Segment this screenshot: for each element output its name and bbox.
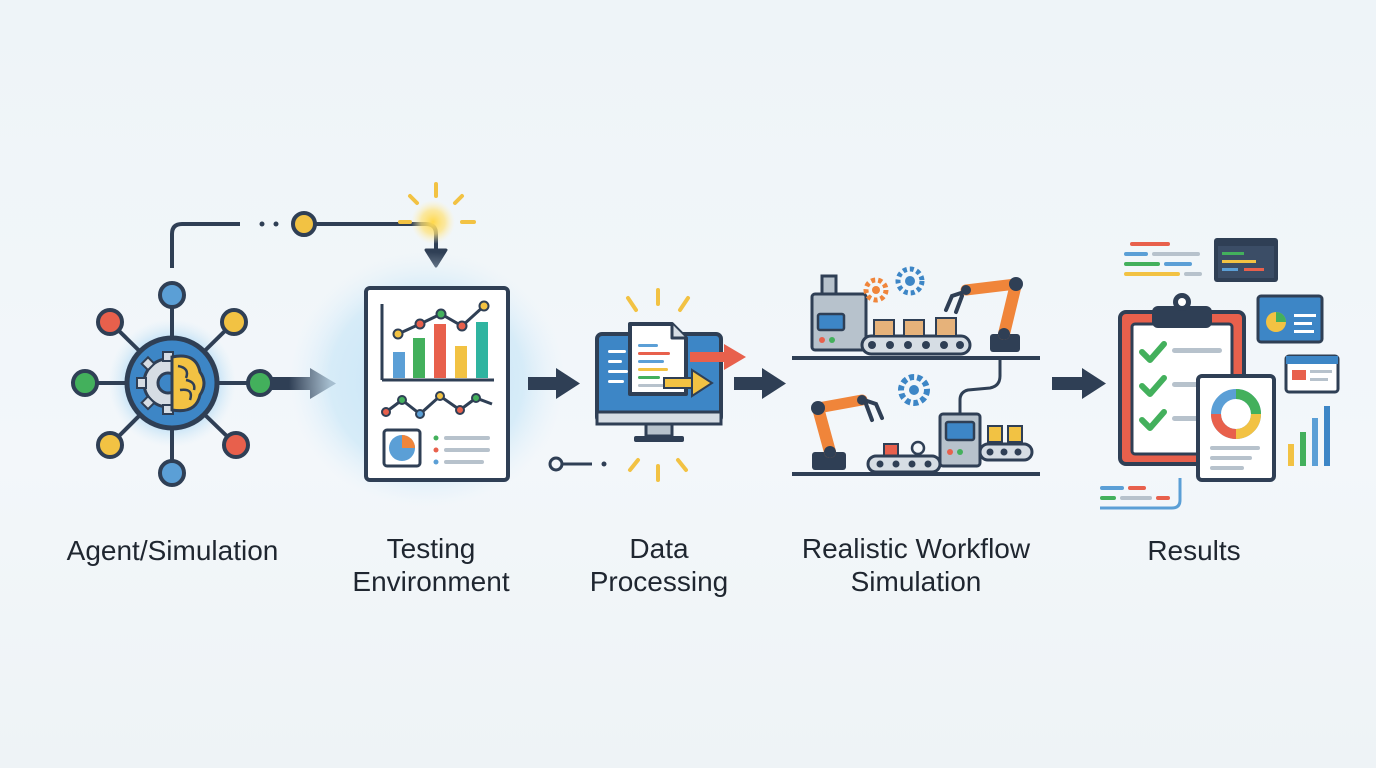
stage-label-line: Results <box>1147 535 1241 566</box>
flow-arrow-3 <box>734 368 786 399</box>
machine-icon <box>810 274 868 352</box>
stage-label-results: Results <box>1100 534 1288 567</box>
pie-chart-icon <box>382 428 422 468</box>
stage-label-line: Testing <box>386 533 476 564</box>
stage-label-realistic-workflow-simulation: Realistic Workflow Simulation <box>768 532 1064 598</box>
conveyor-belt-icon <box>792 317 1040 360</box>
code-window-icon <box>1214 238 1278 282</box>
stage-data-processing-icon <box>595 288 746 482</box>
stage-label-line: Realistic Workflow <box>801 533 1031 564</box>
transfer-arrows-icon <box>663 344 746 398</box>
machine-icon <box>938 412 982 468</box>
stage-label-line: Environment <box>352 566 510 597</box>
stage-label-data-processing: Data Processing <box>560 532 758 598</box>
brain-icon <box>170 354 206 413</box>
small-window-icon <box>1284 354 1340 394</box>
stage-label-testing-environment: Testing Environment <box>320 532 542 598</box>
document-icon <box>628 322 688 396</box>
bar-chart-icon <box>392 300 490 378</box>
stage-label-line: Simulation <box>850 566 982 597</box>
flow-arrow-4 <box>1052 368 1106 399</box>
stage-label-line: Data <box>629 533 689 564</box>
conveyor-belt-icon <box>792 425 1040 476</box>
stage-results-icon <box>1100 238 1340 510</box>
dashboard-window-icon <box>1256 294 1324 344</box>
stage-agent-simulation-icon <box>71 281 274 487</box>
report-document-icon <box>1196 374 1276 482</box>
robot-arm-icon <box>944 277 1023 352</box>
stage-label-line: Processing <box>589 566 729 597</box>
stage-label-agent-simulation: Agent/Simulation <box>30 534 315 567</box>
robot-arm-icon <box>811 394 926 470</box>
gear-icon <box>898 374 930 406</box>
bar-chart-icon <box>1288 406 1330 466</box>
gear-icon <box>863 266 925 303</box>
code-lines-icon <box>608 350 628 383</box>
legend-lines <box>433 435 490 465</box>
line-graph-icon <box>381 391 493 419</box>
stage-workflow-simulation-icon <box>792 266 1040 476</box>
code-lines-icon <box>1124 242 1202 276</box>
flow-arrow-2 <box>528 368 580 399</box>
stage-testing-environment-icon <box>288 251 607 509</box>
code-lines-icon <box>1100 478 1182 510</box>
stage-label-line: Agent/Simulation <box>66 535 279 566</box>
